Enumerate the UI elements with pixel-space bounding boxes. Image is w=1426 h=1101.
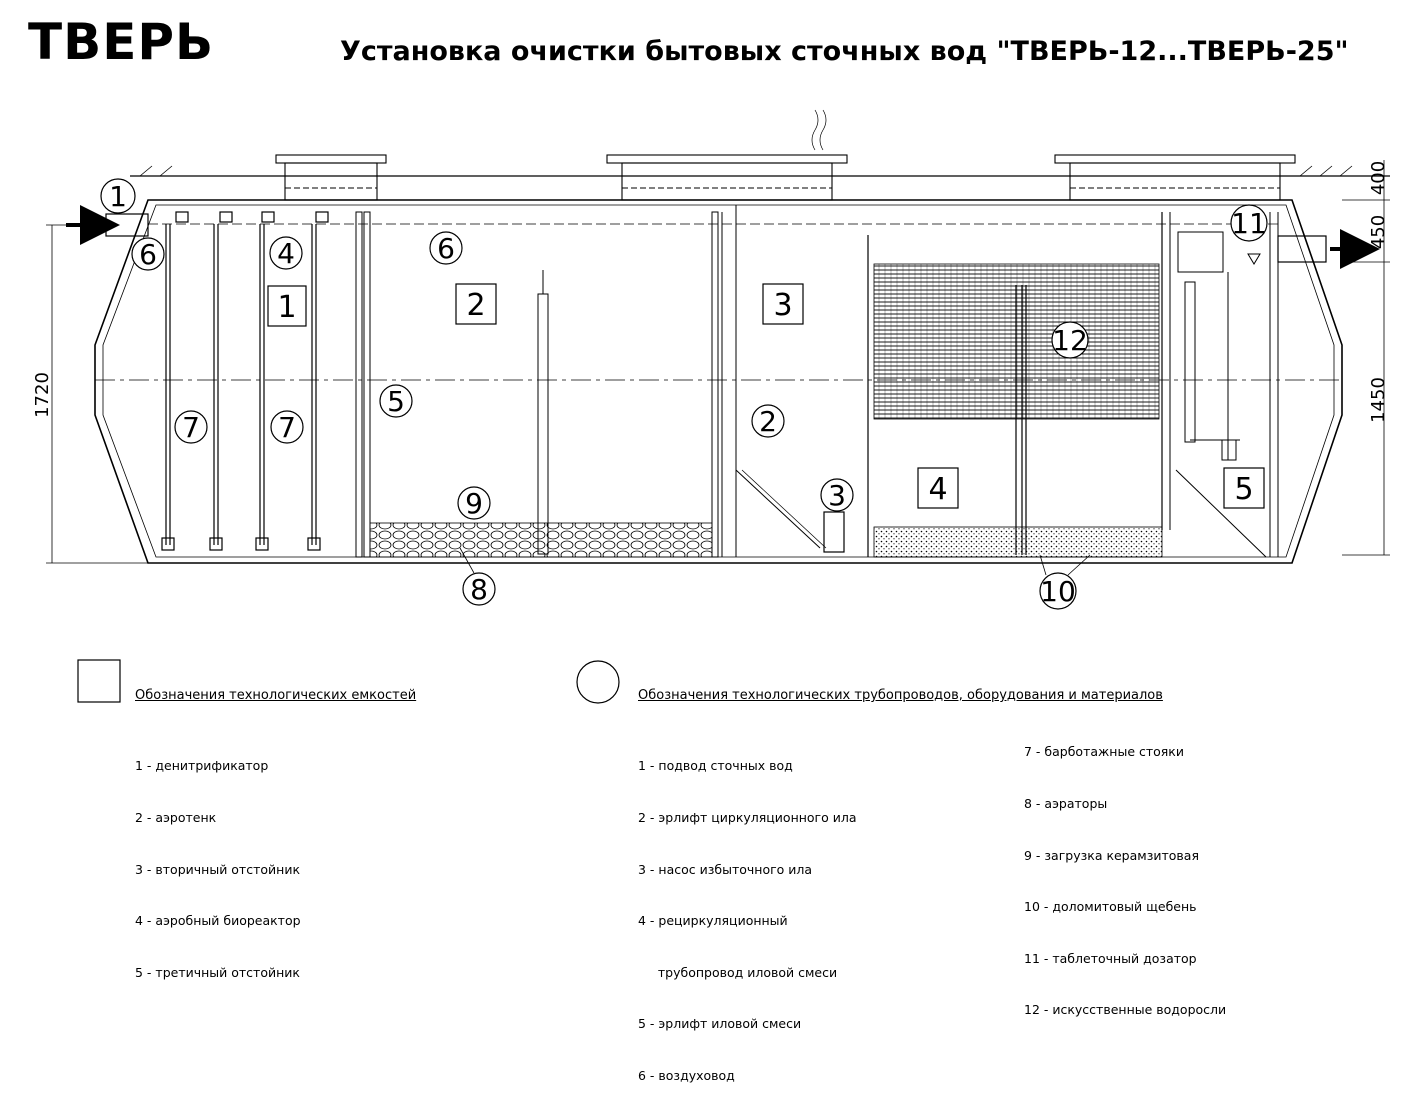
svg-text:4: 4 bbox=[928, 472, 947, 507]
legend-equipment-item: 4 - рециркуляционный bbox=[638, 913, 788, 929]
legend-equipment-title: Обозначения технологических трубопроводо… bbox=[638, 688, 1163, 703]
legend-equipment-item: 7 - барботажные стояки bbox=[1024, 744, 1184, 760]
bubbler-risers bbox=[161, 211, 329, 551]
legend-equipment-list-1: 1 - подвод сточных вод 2 - эрлифт циркул… bbox=[638, 723, 857, 1101]
legend-equipment-item: 11 - таблеточный дозатор bbox=[1024, 950, 1197, 966]
svg-text:6: 6 bbox=[139, 238, 157, 271]
service-hatches bbox=[275, 109, 1296, 201]
aerotank-airlift bbox=[537, 270, 549, 555]
dimension-lines bbox=[46, 160, 1390, 564]
svg-text:6: 6 bbox=[437, 232, 455, 265]
svg-text:9: 9 bbox=[465, 487, 483, 520]
bioreactor-airlift bbox=[1015, 285, 1027, 555]
callout-aerators: 8 bbox=[459, 547, 496, 606]
legend-equipment-list-2: 7 - барботажные стояки 8 - аэраторы 9 - … bbox=[1024, 709, 1226, 1036]
callout-pump: 3 bbox=[820, 478, 854, 512]
dim-inlet-outlet: 450 bbox=[1368, 215, 1389, 249]
ceramsite-loading bbox=[369, 522, 713, 558]
legend-tank-item: 4 - аэробный биореактор bbox=[135, 913, 301, 929]
tank-box-3: 3 bbox=[762, 283, 804, 325]
svg-text:11: 11 bbox=[1231, 207, 1267, 240]
tank-box-5: 5 bbox=[1223, 467, 1265, 509]
legend-tanks-list: 1 - денитрификатор 2 - аэротенк 3 - втор… bbox=[135, 723, 301, 998]
tank-box-1: 1 bbox=[267, 285, 307, 327]
callout-algae: 12 bbox=[1051, 321, 1089, 359]
legend-equipment-item: 1 - подвод сточных вод bbox=[638, 758, 793, 774]
tank-box-4: 4 bbox=[917, 467, 959, 509]
svg-text:12: 12 bbox=[1052, 324, 1088, 357]
page-title: Установка очистки бытовых сточных вод "Т… bbox=[340, 36, 1349, 67]
svg-text:2: 2 bbox=[466, 288, 485, 323]
legend-tank-item: 5 - третичный отстойник bbox=[135, 964, 300, 980]
dolomite-gravel bbox=[873, 526, 1163, 558]
legend-equipment-item: 2 - эрлифт циркуляционного ила bbox=[638, 810, 857, 826]
svg-text:5: 5 bbox=[387, 385, 405, 418]
callout-bubbler-b: 7 bbox=[270, 410, 304, 444]
svg-text:5: 5 bbox=[1234, 472, 1253, 507]
callout-gravel: 10 bbox=[1039, 554, 1091, 610]
svg-text:4: 4 bbox=[277, 237, 295, 270]
partitions bbox=[355, 205, 1279, 558]
scheme-drawing: 1720 400 450 1450 1 2 3 4 5 1 6 4 6 5 bbox=[32, 109, 1390, 704]
svg-text:7: 7 bbox=[278, 411, 296, 444]
legend-tank-item: 2 - аэротенк bbox=[135, 810, 217, 826]
tertiary-equipment bbox=[1177, 231, 1261, 461]
svg-text:7: 7 bbox=[182, 411, 200, 444]
tank-box-2: 2 bbox=[455, 283, 497, 325]
svg-text:1: 1 bbox=[277, 290, 296, 325]
outlet-pipe bbox=[1277, 229, 1380, 269]
legend-equipment-item: 5 - эрлифт иловой смеси bbox=[638, 1016, 802, 1032]
callout-inlet: 1 bbox=[100, 178, 136, 214]
callout-recirc: 4 bbox=[269, 236, 303, 270]
svg-text:2: 2 bbox=[759, 405, 777, 438]
callout-airlift-mix: 5 bbox=[379, 384, 413, 418]
legend-equipment-item: 9 - загрузка керамзитовая bbox=[1024, 847, 1199, 863]
svg-text:10: 10 bbox=[1040, 575, 1076, 608]
callout-airduct-left: 6 bbox=[131, 237, 165, 271]
legend-equipment-item: 12 - искусственные водоросли bbox=[1024, 1002, 1227, 1018]
legend-tank-symbol bbox=[77, 659, 121, 703]
legend-equipment-item: 3 - насос избыточного ила bbox=[638, 861, 813, 877]
svg-text:3: 3 bbox=[828, 479, 846, 512]
callout-airduct-top: 6 bbox=[429, 231, 463, 265]
legend-tank-item: 3 - вторичный отстойник bbox=[135, 861, 300, 877]
legend-equipment-item: 10 - доломитовый щебень bbox=[1024, 899, 1197, 915]
callout-loading: 9 bbox=[457, 486, 491, 520]
sludge-pump bbox=[823, 511, 845, 553]
legend-equipment-item: 6 - воздуховод bbox=[638, 1068, 735, 1084]
dim-top: 400 bbox=[1368, 161, 1389, 195]
legend-tank-item: 1 - денитрификатор bbox=[135, 758, 269, 774]
legend-equipment-symbol bbox=[576, 660, 620, 704]
dim-water-level: 1450 bbox=[1368, 377, 1389, 423]
dim-total-height: 1720 bbox=[32, 372, 53, 418]
svg-text:8: 8 bbox=[470, 573, 488, 606]
legend-tanks-title: Обозначения технологических емкостей bbox=[135, 688, 417, 703]
legend-equipment-item: трубопровод иловой смеси bbox=[638, 964, 838, 980]
brand-logo: ТВЕРЬ bbox=[28, 13, 215, 71]
svg-text:3: 3 bbox=[773, 288, 792, 323]
callout-dozer: 11 bbox=[1230, 204, 1268, 242]
ground-line bbox=[130, 165, 1390, 177]
svg-text:1: 1 bbox=[109, 180, 127, 213]
legend-equipment-item: 8 - аэраторы bbox=[1024, 796, 1108, 812]
callout-bubbler-a: 7 bbox=[174, 410, 208, 444]
callout-airlift-circ: 2 bbox=[751, 404, 785, 438]
